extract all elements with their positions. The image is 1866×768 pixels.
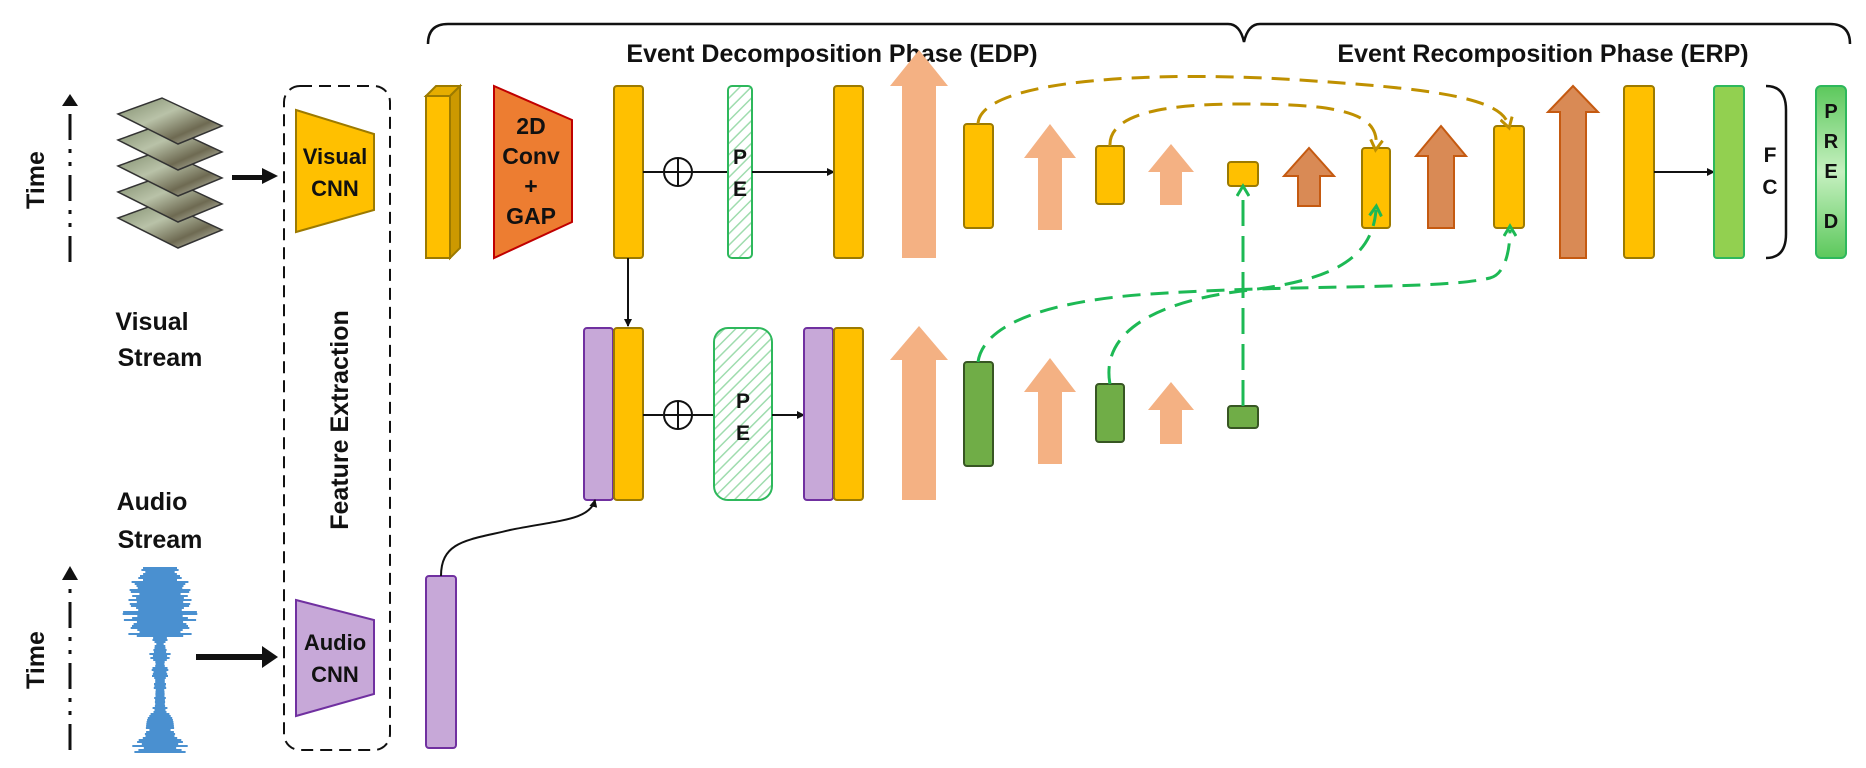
- decompose-arrow-top-2: [1024, 124, 1076, 230]
- audio-cnn-label-1: Audio: [304, 630, 366, 655]
- skip-link-green-1: [976, 230, 1510, 363]
- erp-title: Event Recomposition Phase (ERP): [1337, 40, 1748, 68]
- feature-extraction-box: [283, 85, 391, 751]
- pe-top-e: E: [733, 178, 747, 201]
- audio-input-arrow: [196, 646, 278, 668]
- erp-feature-2: [1493, 125, 1525, 229]
- pred-label-r: R: [1824, 131, 1839, 153]
- audio-time-axis: [62, 566, 78, 750]
- pred-label-d: D: [1824, 211, 1838, 233]
- visual-cnn-label-1: Visual: [303, 144, 367, 169]
- fc-label-f: F: [1764, 144, 1777, 167]
- visual-stream-label-1: Visual: [115, 308, 188, 336]
- conv-label-2: Conv: [502, 143, 560, 169]
- visual-time-axis: [62, 94, 78, 262]
- conv-label-4: GAP: [506, 203, 556, 229]
- pe-bottom-block: [713, 327, 773, 501]
- pred-label-e: E: [1824, 161, 1837, 183]
- visual-input-arrow: [232, 168, 278, 184]
- edp-visual-feature-1: [963, 123, 994, 229]
- pe-output-audio-bar: [803, 327, 834, 501]
- recompose-arrow-1: [1281, 146, 1337, 207]
- visual-cnn-label-2: CNN: [311, 176, 359, 201]
- pred-label-p: P: [1824, 101, 1837, 123]
- visual-feature-bar: [613, 85, 644, 259]
- audio-feature-bar-concat: [583, 327, 614, 501]
- pe-top-p: P: [733, 146, 747, 169]
- audio-cnn-block: [295, 598, 375, 718]
- edp-brace: [426, 22, 1852, 45]
- conv-gap-block: [493, 84, 573, 260]
- decompose-arrow-bottom-1: [890, 326, 948, 500]
- audio-time-label: Time: [22, 631, 50, 689]
- edp-visual-feature-2: [1095, 145, 1125, 205]
- visual-feature-volume: [423, 83, 463, 261]
- conv-label-3: +: [524, 173, 537, 199]
- decompose-arrow-top-1: [890, 50, 948, 258]
- decompose-arrow-bottom-2: [1024, 358, 1076, 464]
- pred-block: [1815, 85, 1847, 259]
- edp-visual-feature-3: [1227, 161, 1259, 187]
- conv-label-1: 2D: [516, 113, 545, 139]
- pe-output-bar-top: [833, 85, 864, 259]
- audio-waveform-icon: [122, 567, 198, 753]
- pe-bottom-e: E: [736, 422, 750, 445]
- recompose-arrow-2: [1413, 124, 1469, 229]
- fc-bar: [1713, 85, 1745, 259]
- fc-label-c: C: [1762, 176, 1777, 199]
- decompose-arrow-top-3: [1148, 144, 1194, 205]
- edp-audio-feature-2: [1095, 383, 1125, 443]
- skip-link-green-2: [1107, 210, 1376, 385]
- audio-stream-label-1: Audio: [117, 488, 188, 516]
- visual-time-label: Time: [22, 151, 50, 209]
- audio-feature-sequence: [425, 575, 457, 749]
- pe-top-block: [727, 85, 753, 259]
- edp-audio-feature-1: [963, 361, 994, 467]
- visual-stream-label-2: Stream: [118, 344, 203, 372]
- skip-link-gold-1: [976, 74, 1508, 124]
- feature-extraction-label: Feature Extraction: [326, 310, 354, 530]
- edp-title: Event Decomposition Phase (EDP): [626, 40, 1037, 68]
- decompose-arrow-bottom-3: [1148, 382, 1194, 444]
- pe-output-visual-bar: [833, 327, 864, 501]
- visual-feature-bar-concat: [613, 327, 644, 501]
- audio-cnn-label-2: CNN: [311, 662, 359, 687]
- skip-link-gold-2: [1108, 102, 1376, 146]
- fc-bracket: [1765, 84, 1788, 260]
- pe-bottom-p: P: [736, 390, 750, 413]
- visual-cnn-block: [295, 108, 375, 234]
- top-add-icon: [663, 157, 693, 187]
- audio-to-concat-curve: [440, 499, 598, 577]
- edp-audio-feature-3: [1227, 405, 1259, 429]
- recompose-arrow-3: [1545, 84, 1601, 259]
- erp-output-bar: [1623, 85, 1655, 259]
- audio-stream-label-2: Stream: [118, 526, 203, 554]
- video-frames-icon: [116, 97, 224, 249]
- bottom-add-icon: [663, 400, 693, 430]
